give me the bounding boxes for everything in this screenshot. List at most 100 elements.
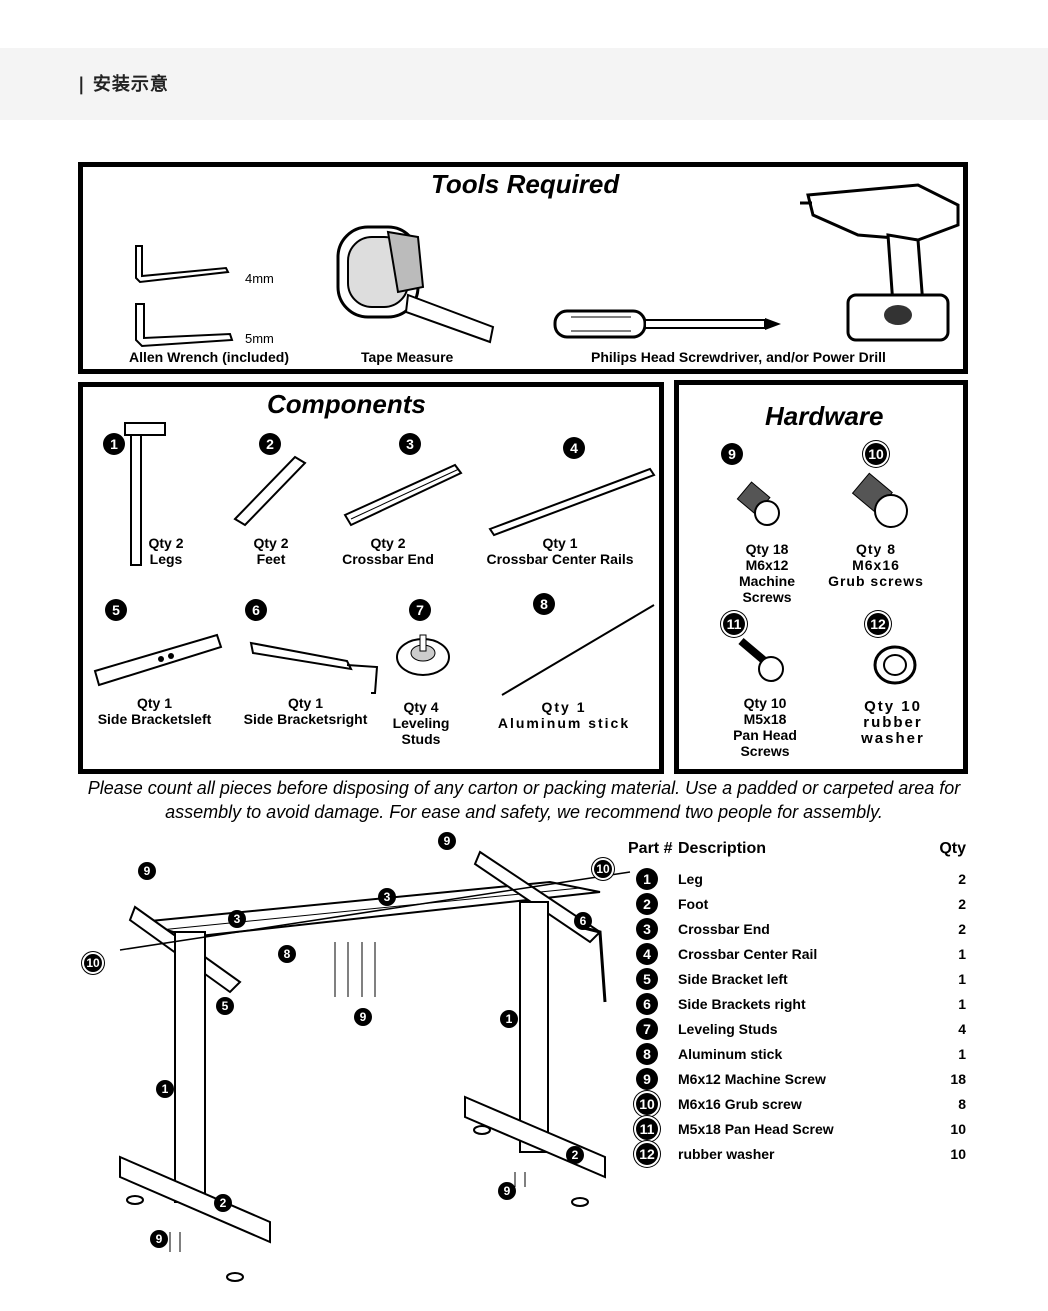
component-4-name: Crossbar Center Rails (486, 551, 634, 567)
hardware-11-name2: Pan Head Screws (733, 727, 797, 759)
table-row: 10 M6x16 Grub screw 8 (628, 1093, 968, 1117)
part-description: Side Brackets right (678, 996, 806, 1012)
component-7-qty: Qty 4 (403, 699, 439, 715)
leg-icon (124, 422, 166, 566)
aluminum-stick-icon (501, 604, 655, 696)
hardware-11-label: Qty 10 M5x18 Pan Head Screws (725, 695, 805, 759)
component-2-qty: Qty 2 (253, 535, 289, 551)
part-number: 7 (636, 1018, 658, 1040)
part-number: 10 (636, 1093, 658, 1115)
component-8-label: Qty 1 Aluminum stick (479, 699, 649, 731)
power-drill-icon (800, 183, 960, 342)
component-num-4: 4 (563, 437, 585, 459)
hardware-10-qty: Qty 8 (855, 541, 896, 557)
component-num-5: 5 (105, 599, 127, 621)
side-bracket-left-icon (93, 633, 223, 687)
table-row: 6 Side Brackets right 1 (628, 993, 968, 1017)
driver-label: Philips Head Screwdriver, and/or Power D… (591, 349, 886, 365)
hardware-9-label: Qty 18 M6x12 Machine Screws (727, 541, 807, 605)
col-qty-header: Qty (939, 840, 966, 857)
callout-9d: 9 (354, 1008, 372, 1026)
hardware-12-label: Qty 10 rubber washer (843, 699, 943, 747)
component-6-qty: Qty 1 (287, 695, 323, 711)
component-7-name: Leveling Studs (392, 715, 450, 747)
table-row: 5 Side Bracket left 1 (628, 968, 968, 992)
hardware-12-name2: washer (861, 730, 925, 747)
components-box: Components 1 Qty 2 Legs 2 Qty 2 Feet 3 Q… (78, 382, 664, 774)
hardware-11-name1: M5x18 (743, 711, 787, 727)
part-qty: 2 (958, 921, 966, 937)
part-description: M6x16 Grub screw (678, 1096, 802, 1112)
callout-10b: 10 (594, 860, 612, 878)
hardware-num-9: 9 (721, 443, 743, 465)
part-description: Crossbar End (678, 921, 770, 937)
part-qty: 2 (958, 871, 966, 887)
part-number: 2 (636, 893, 658, 915)
part-qty: 8 (958, 1096, 966, 1112)
allen-wrench-label: Allen Wrench (included) (129, 349, 289, 365)
part-number: 4 (636, 943, 658, 965)
part-qty: 4 (958, 1021, 966, 1037)
callout-2b: 2 (566, 1146, 584, 1164)
component-1-name: Legs (149, 551, 183, 567)
part-number: 12 (636, 1143, 658, 1165)
callout-9e: 9 (498, 1182, 516, 1200)
callout-1a: 1 (156, 1080, 174, 1098)
table-row: 1 Leg 2 (628, 868, 968, 892)
hardware-10-name1: M6x16 (852, 557, 900, 573)
callout-3b: 3 (378, 888, 396, 906)
part-description: Aluminum stick (678, 1046, 783, 1062)
allen-5mm-label: 5mm (245, 331, 274, 346)
part-number: 1 (636, 868, 658, 890)
tape-measure-label: Tape Measure (361, 349, 454, 365)
callout-8: 8 (278, 945, 296, 963)
part-number: 5 (636, 968, 658, 990)
part-number: 8 (636, 1043, 658, 1065)
hardware-12-qty: Qty 10 (864, 698, 922, 715)
component-5-label: Qty 1 Side Bracketsleft (87, 695, 222, 727)
component-8-qty: Qty 1 (541, 699, 587, 715)
part-number: 6 (636, 993, 658, 1015)
part-description: M5x18 Pan Head Screw (678, 1121, 834, 1137)
allen-4mm-label: 4mm (245, 271, 274, 286)
part-number: 9 (636, 1068, 658, 1090)
callout-1b: 1 (500, 1010, 518, 1028)
allen-wrench-5mm-icon (135, 303, 234, 348)
component-4-label: Qty 1 Crossbar Center Rails (475, 535, 645, 567)
part-description: Side Bracket left (678, 971, 788, 987)
part-qty: 1 (958, 996, 966, 1012)
part-description: Foot (678, 896, 709, 912)
component-3-qty: Qty 2 (370, 535, 406, 551)
part-description: Crossbar Center Rail (678, 946, 818, 962)
component-1-qty: Qty 2 (148, 535, 184, 551)
hardware-num-10: 10 (865, 443, 887, 465)
part-number: 3 (636, 918, 658, 940)
callout-2a: 2 (214, 1194, 232, 1212)
part-description: Leg (678, 871, 703, 887)
assembly-note: Please count all pieces before disposing… (87, 778, 961, 822)
callout-10a: 10 (84, 954, 102, 972)
grub-screw-icon (851, 472, 908, 528)
callout-9b: 9 (150, 1230, 168, 1248)
component-2-label: Qty 2 Feet (243, 535, 299, 567)
col-desc-header: Description (678, 840, 767, 857)
part-description: M6x12 Machine Screw (678, 1071, 826, 1087)
part-qty: 18 (950, 1071, 966, 1087)
component-1-label: Qty 2 Legs (141, 535, 191, 567)
callout-9c: 9 (438, 832, 456, 850)
component-6-name: Side Bracketsright (243, 711, 368, 727)
component-2-name: Feet (256, 551, 286, 567)
component-num-2: 2 (259, 433, 281, 455)
component-num-3: 3 (399, 433, 421, 455)
col-part-header: Part # (628, 840, 673, 857)
component-4-qty: Qty 1 (542, 535, 578, 551)
callout-6: 6 (574, 912, 592, 930)
part-qty: 2 (958, 896, 966, 912)
table-row: 9 M6x12 Machine Screw 18 (628, 1068, 968, 1092)
part-qty: 1 (958, 971, 966, 987)
